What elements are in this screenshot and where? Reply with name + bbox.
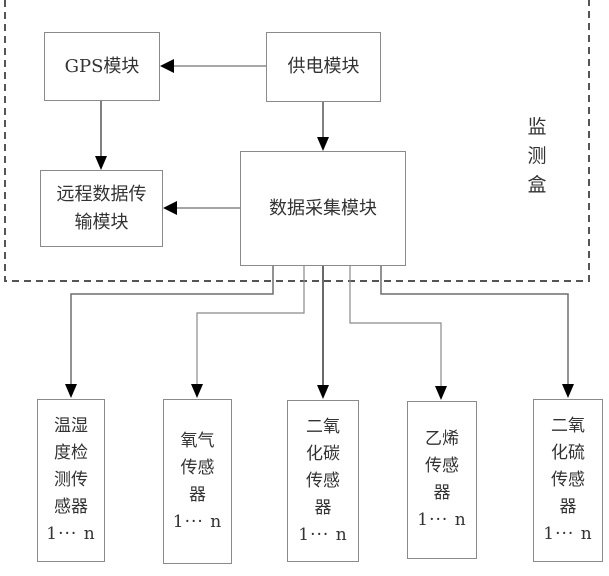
sensor-box-so2: 二氧化硫传感器 1··· n	[533, 399, 603, 562]
arrowhead-temp-humidity	[65, 384, 77, 398]
data-acquisition-label: 数据采集模块	[269, 197, 377, 219]
sensor-label: 二氧化硫传感器 1··· n	[543, 386, 591, 575]
sensor-range: 1··· n	[417, 510, 467, 530]
gps-module-label: GPS模块	[64, 55, 140, 77]
sensor-box-ethylene: 乙烯传感器 1··· n	[407, 401, 477, 559]
sensor-name: 氧气传感器	[180, 430, 215, 505]
arrowhead-co2	[317, 385, 329, 399]
sensor-label: 乙烯传感器 1··· n	[417, 399, 465, 561]
sensor-name: 二氧化硫传感器	[551, 416, 585, 517]
edge-daq-to-so2	[380, 265, 569, 384]
sensor-box-temp-humidity: 温湿度检测传感器 1··· n	[37, 399, 105, 562]
arrowhead-remote-top	[95, 156, 107, 170]
sensor-box-co2: 二氧化碳传感器 1··· n	[287, 400, 359, 562]
sensor-name: 乙烯传感器	[425, 429, 459, 503]
edge-daq-to-oxygen	[196, 265, 305, 384]
sensor-range: 1··· n	[298, 524, 348, 545]
sensor-range: 1··· n	[46, 524, 96, 544]
arrowhead-so2	[562, 384, 574, 398]
monitoring-box-label: 监测盒	[527, 116, 547, 196]
sensor-name: 二氧化碳传感器	[306, 416, 340, 518]
sensor-range: 1··· n	[543, 524, 593, 544]
sensor-range: 1··· n	[172, 511, 223, 532]
arrowhead-daq	[317, 137, 329, 151]
sensor-label: 温湿度检测传感器 1··· n	[46, 386, 94, 575]
arrowhead-remote-side	[163, 201, 177, 215]
edge-daq-to-ethylene	[349, 265, 442, 386]
power-module-box: 供电模块	[266, 32, 381, 102]
sensor-label: 二氧化碳传感器 1··· n	[298, 387, 346, 576]
edge-daq-to-temp-humidity	[70, 265, 274, 384]
gps-module-box: GPS模块	[44, 32, 160, 101]
arrowhead-oxygen	[191, 384, 203, 398]
data-acquisition-box: 数据采集模块	[240, 151, 406, 266]
arrowhead-gps	[160, 59, 174, 73]
arrowhead-ethylene	[435, 386, 447, 400]
power-module-label: 供电模块	[287, 56, 360, 77]
sensor-label: 氧气传感器 1··· n	[173, 401, 221, 563]
remote-transmission-label: 远程数据传 输模块	[56, 183, 147, 233]
sensor-box-oxygen: 氧气传感器 1··· n	[163, 399, 232, 564]
sensor-name: 温湿度检测传感器	[54, 416, 88, 517]
remote-transmission-box: 远程数据传 输模块	[40, 170, 163, 247]
